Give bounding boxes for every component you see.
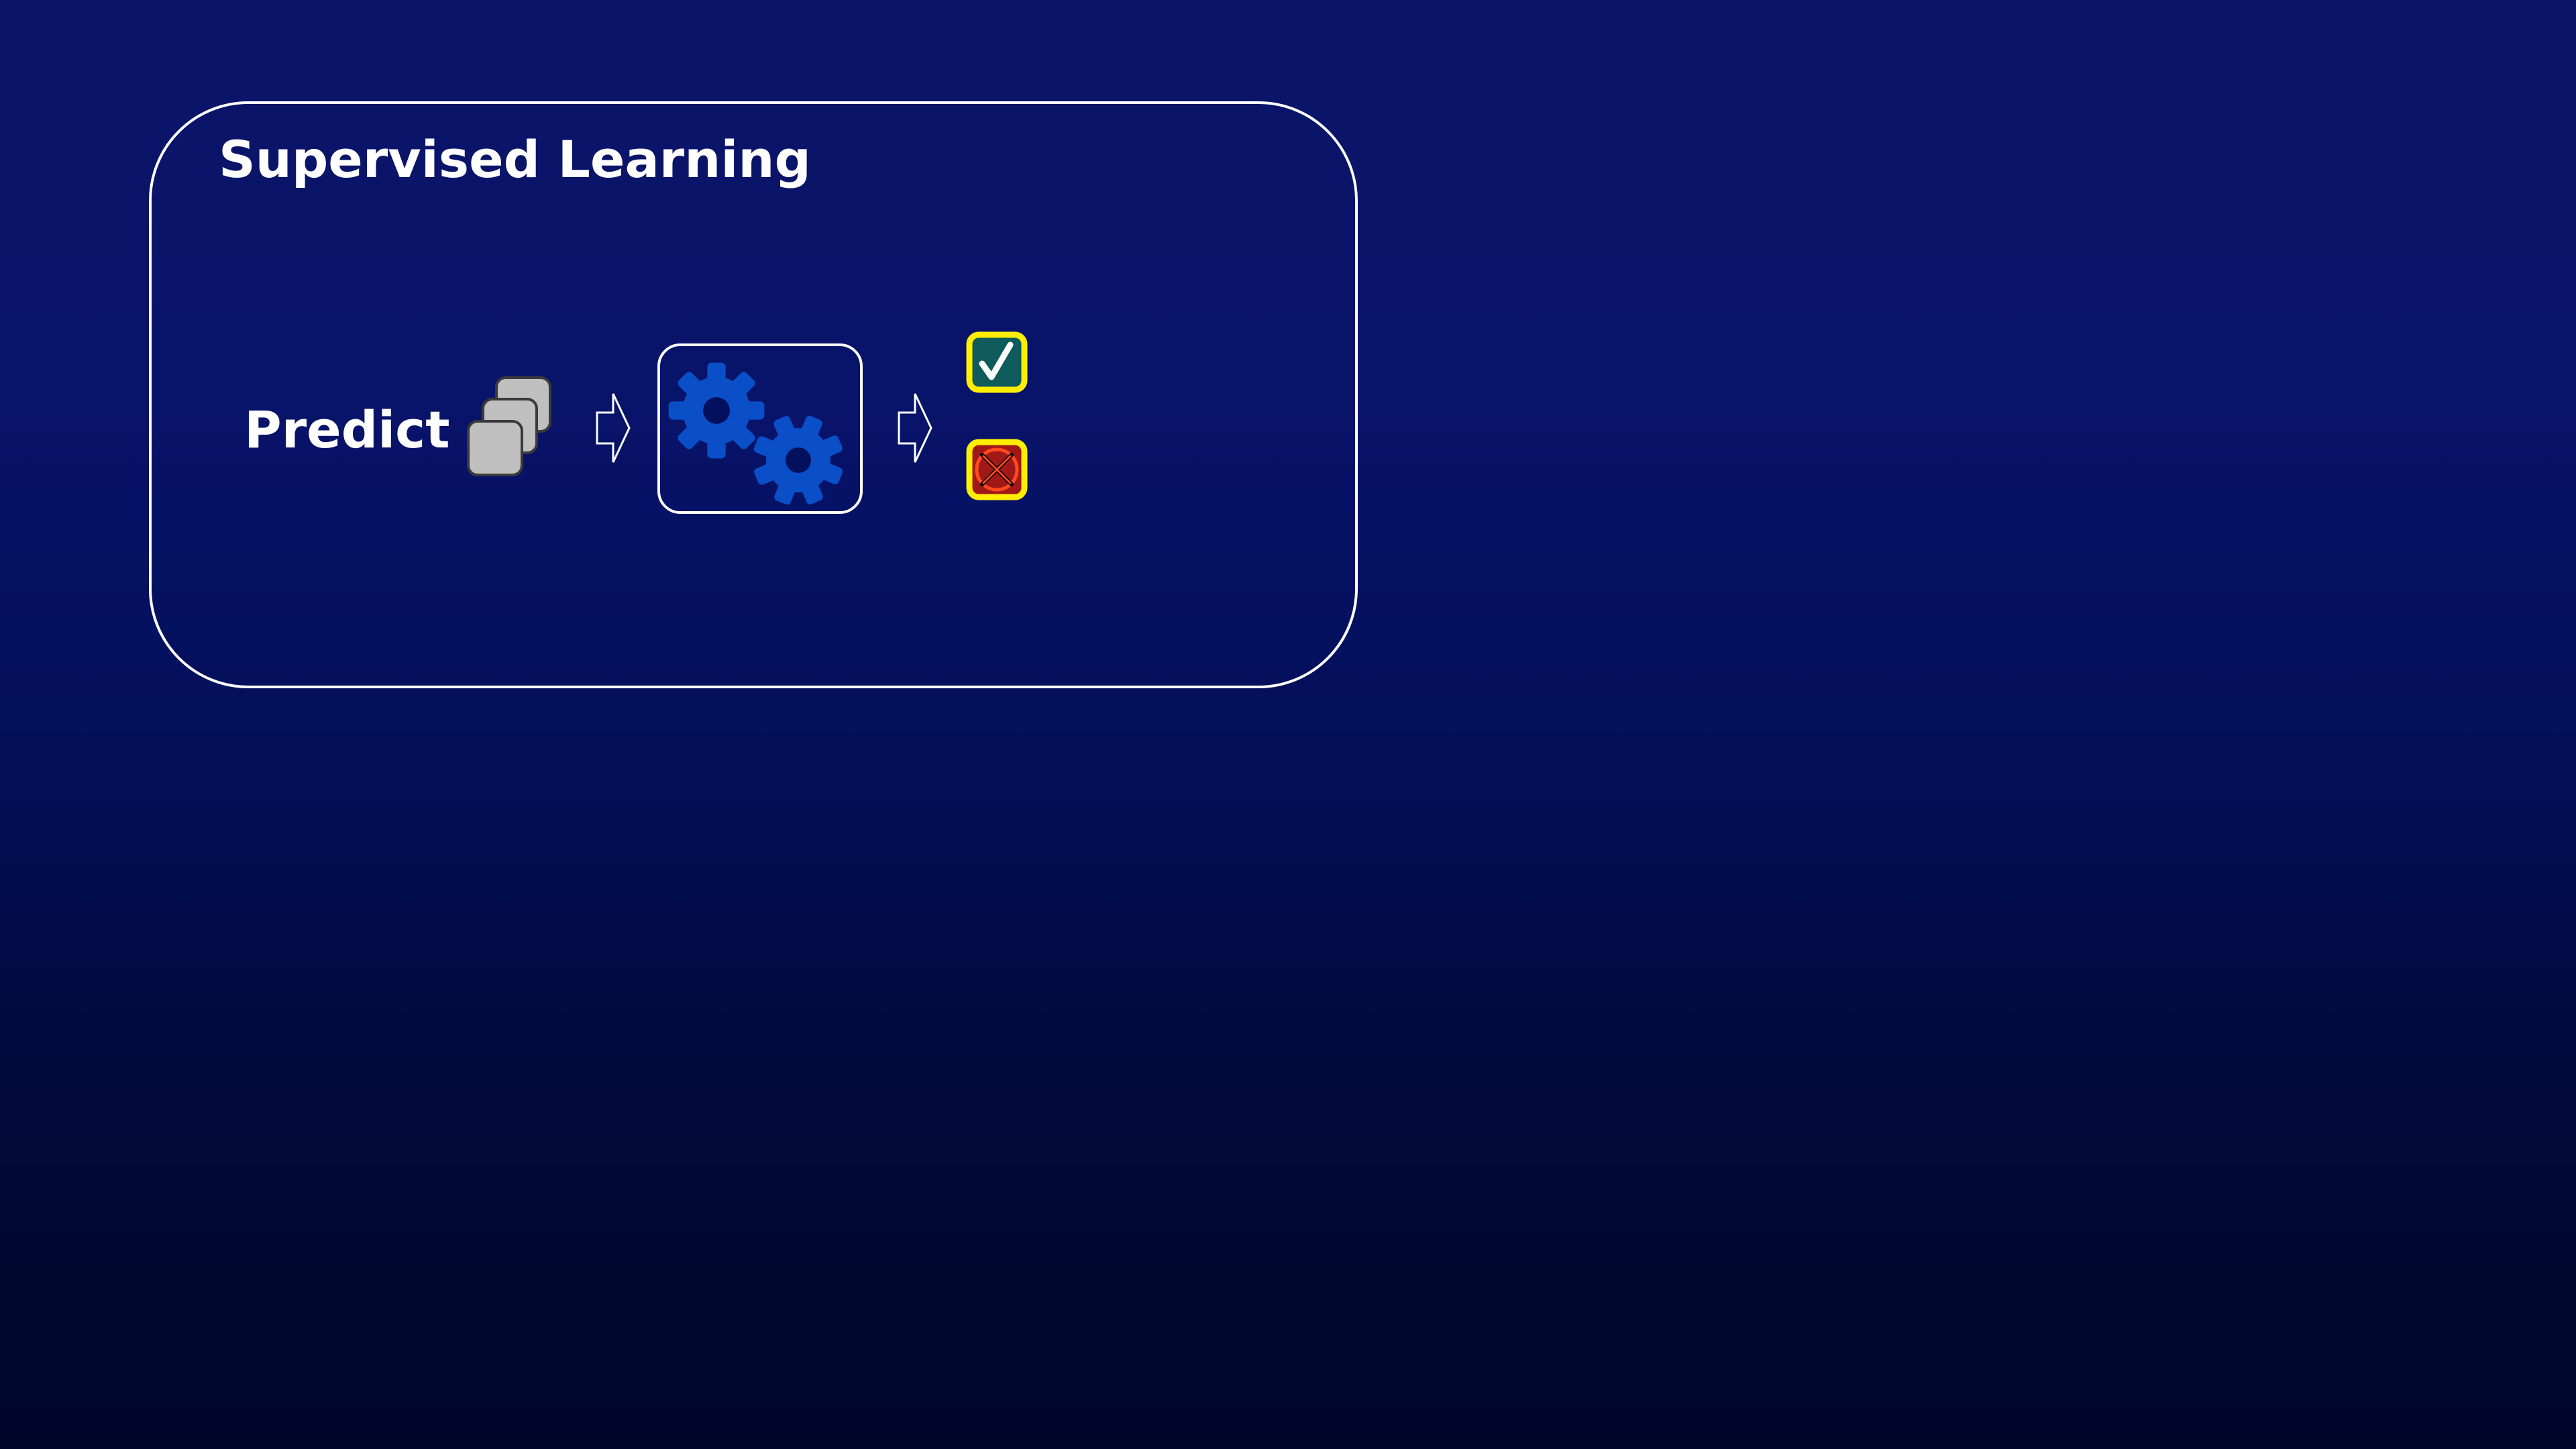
predict-label: Predict: [244, 400, 450, 460]
supervised-learning-panel: [149, 101, 1358, 688]
cross-icon: [966, 439, 1028, 500]
gears-icon: [664, 356, 858, 520]
panel-title: Supervised Learning: [219, 129, 811, 189]
stacked-documents-icon: [463, 374, 557, 482]
check-icon: [966, 331, 1028, 393]
arrow-right-icon: [594, 391, 632, 465]
model-box: [657, 343, 863, 514]
arrow-right-icon: [896, 391, 934, 465]
